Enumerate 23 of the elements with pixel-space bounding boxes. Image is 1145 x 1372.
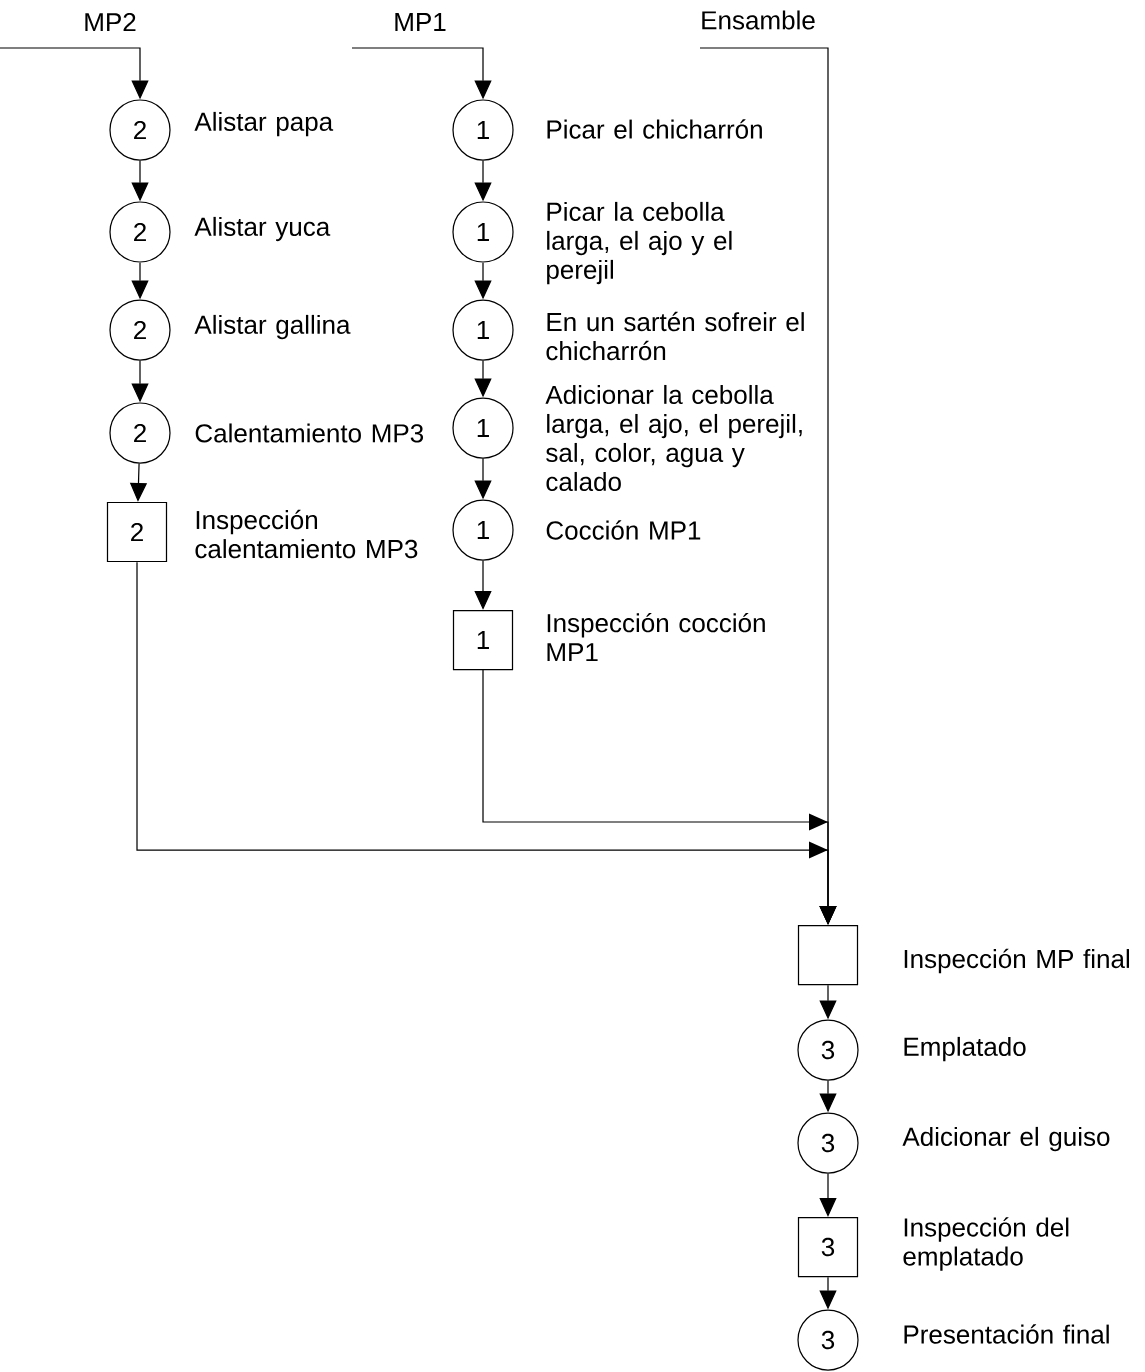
step-description: Inspección del emplatado — [903, 1217, 1069, 1271]
step-description: Alistar papa — [194, 111, 334, 137]
column-header: Ensamble — [702, 10, 815, 30]
column-header: MP2 — [85, 12, 136, 32]
step-description: Adicionar la cebolla larga, el ajo, el perejil, sal, color, agua y calado — [545, 384, 802, 492]
step-description: En un sartén sofreir el chicharrón — [546, 311, 804, 361]
step-description: Alistar gallina — [194, 314, 351, 340]
step-description: Adicionar el guiso — [902, 1126, 1110, 1152]
step-description: Presentación final — [904, 1324, 1109, 1344]
inspection-box: 1 — [452, 609, 514, 671]
step-description: Inspección cocción MP1 — [547, 612, 765, 662]
step-description: Picar la cebolla larga, el ajo y el perejil — [547, 201, 732, 285]
column-header: MP1 — [395, 13, 446, 31]
step-description: Alistar yuca — [194, 216, 331, 242]
step-description: Inspección MP final — [904, 948, 1129, 974]
step-description: Emplatado — [904, 1036, 1026, 1062]
step-description: Picar el chicharrón — [547, 119, 762, 139]
step-description: Cocción MP1 — [546, 520, 701, 540]
inspection-box: 2 — [106, 501, 168, 563]
step-description: Inspección calentamiento MP3 — [195, 509, 418, 559]
step-description: Calentamiento MP3 — [195, 423, 424, 443]
inspection-box — [797, 924, 859, 986]
inspection-box: 3 — [797, 1216, 859, 1278]
